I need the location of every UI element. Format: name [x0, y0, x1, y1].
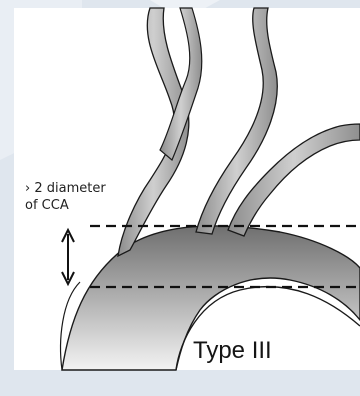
figure-caption: Type III — [193, 337, 272, 365]
annotation-line-1: › 2 diameter — [25, 180, 106, 197]
diameter-annotation: › 2 diameter of CCA — [25, 180, 106, 214]
annotation-line-2: of CCA — [25, 197, 106, 214]
